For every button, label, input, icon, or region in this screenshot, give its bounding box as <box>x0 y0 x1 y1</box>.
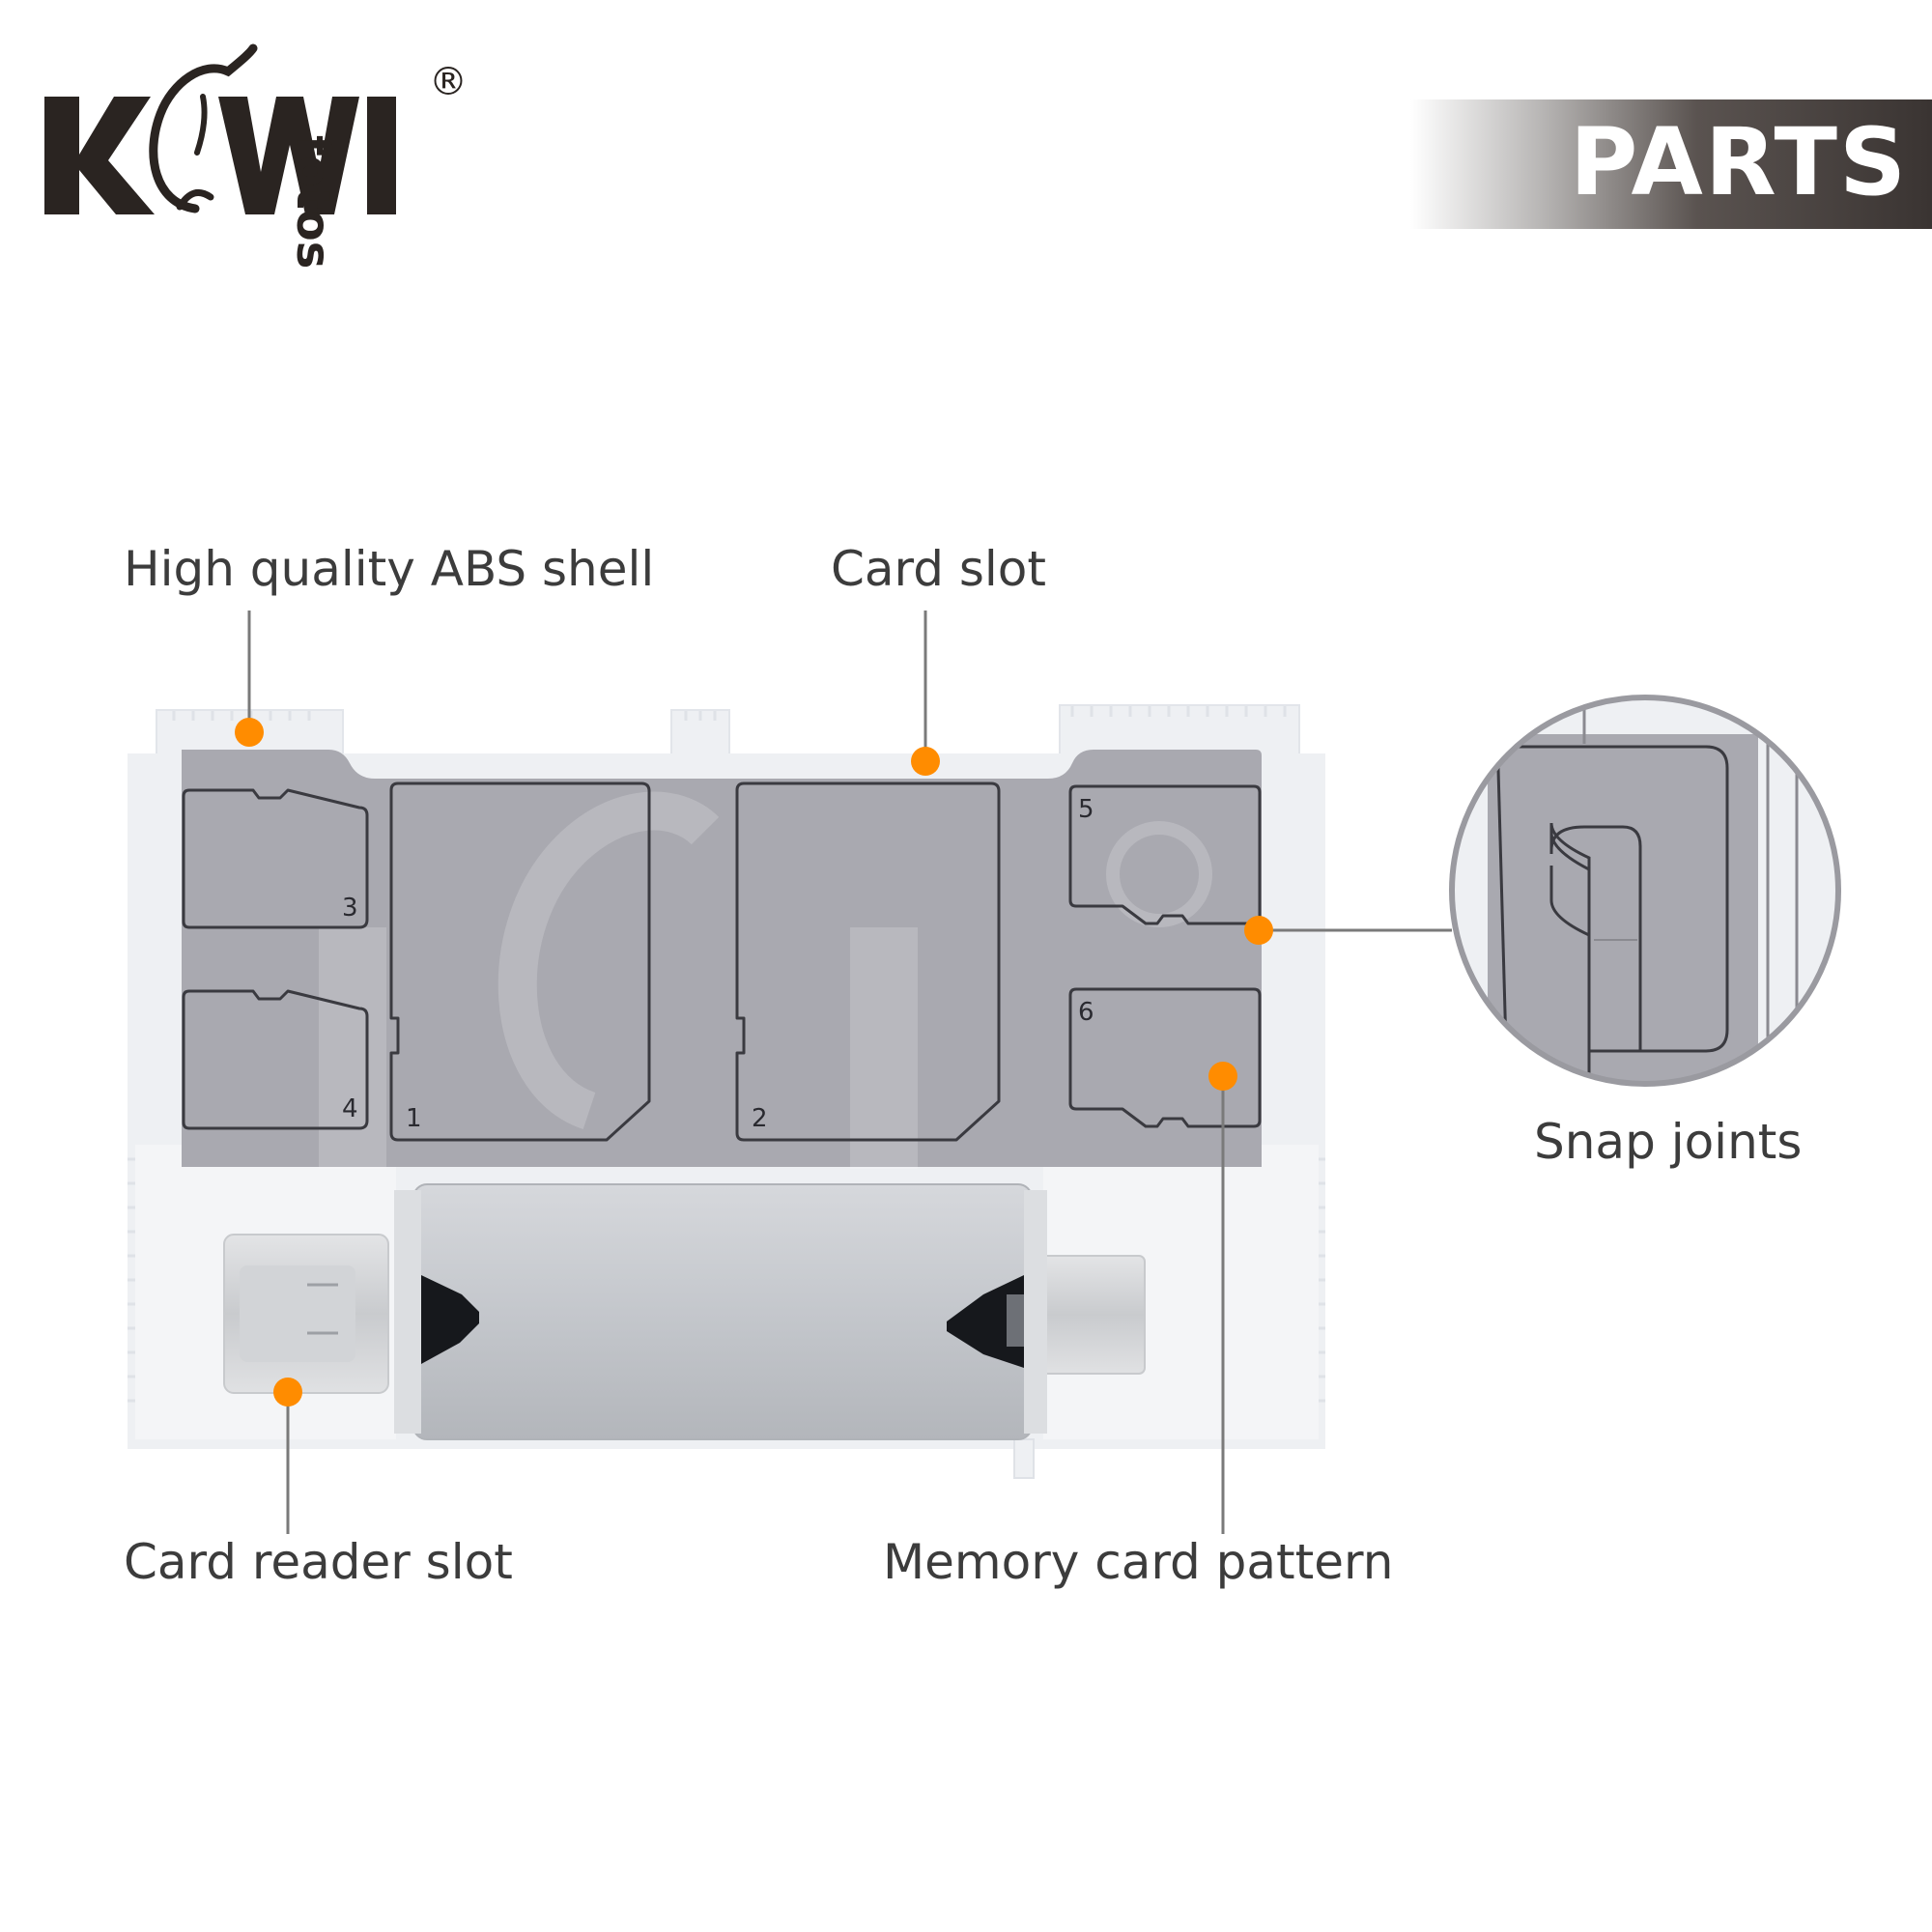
page-title: PARTS <box>1570 108 1909 216</box>
slot-number-2: 2 <box>752 1104 768 1133</box>
slot-number-5: 5 <box>1078 795 1094 824</box>
sd-slot-2 <box>735 781 1001 1142</box>
kiwi-bird-logo-icon <box>149 43 258 213</box>
microsd-slot-6 <box>1068 987 1262 1128</box>
microsd-slot-3 <box>182 788 369 929</box>
slot-number-3: 3 <box>342 894 358 923</box>
dot-snap-joints <box>1244 916 1273 945</box>
microsd-slot-4 <box>182 989 369 1130</box>
dot-card-reader <box>273 1378 302 1406</box>
dot-memory-card <box>1208 1062 1237 1091</box>
slot-number-1: 1 <box>406 1104 422 1133</box>
brand-logo <box>44 43 396 214</box>
microsd-slot-5 <box>1068 784 1262 925</box>
slot-number-6: 6 <box>1078 998 1094 1027</box>
micro-usb-connector <box>1037 1255 1146 1375</box>
label-snap-joints: Snap joints <box>1534 1114 1803 1170</box>
dot-card-slot <box>911 747 940 776</box>
dot-abs-shell <box>235 718 264 747</box>
header-bar <box>1410 99 1932 229</box>
logo-subtext: fotos <box>286 135 340 270</box>
label-card-slot: Card slot <box>831 541 1046 597</box>
label-card-reader-slot: Card reader slot <box>124 1534 513 1590</box>
slot-number-4: 4 <box>342 1094 358 1123</box>
label-abs-shell: High quality ABS shell <box>124 541 655 597</box>
card-outlines <box>182 781 1262 1142</box>
snap-joint-zoom <box>1449 695 1841 1087</box>
sd-slot-1 <box>389 781 651 1142</box>
reader-body <box>412 1183 1033 1440</box>
registered-mark-icon: ® <box>429 60 468 104</box>
card-reader <box>223 1183 1146 1440</box>
label-memory-card-pattern: Memory card pattern <box>883 1534 1394 1590</box>
